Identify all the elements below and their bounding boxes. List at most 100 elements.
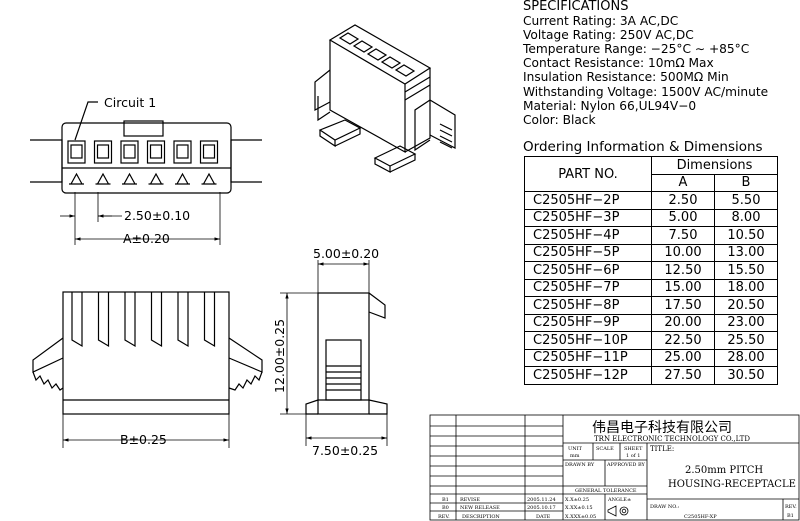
dimension-a-value: 5.00 [651,208,715,227]
dimension-a-value: 12.50 [651,261,715,280]
dimension-b-value: 25.50 [714,331,778,350]
rev-value: B1 [787,513,794,519]
part-number: C2505HF−9P [524,313,652,332]
spec-line: Current Rating: 3A AC,DC [523,14,679,29]
part-number: C2505HF−6P [524,261,652,280]
part-number: C2505HF−2P [524,191,652,210]
side-rib [177,292,189,348]
pitch-dimension: 2.50±0.10 [124,208,190,223]
front-view [30,101,262,245]
dimension-b: B±0.25 [120,432,167,447]
tolerance-2: X.XX±0.15 [565,505,593,511]
side-rib [150,292,163,348]
part-number: C2505HF−8P [524,296,652,315]
part-number: C2505HF−5P [524,243,652,262]
contact-slot [67,140,86,164]
circuit-label: Circuit 1 [104,95,156,110]
header-part-no: PART NO. [524,156,652,192]
rev-header-rev: REV. [438,514,450,520]
unit-label: UNIT [568,446,583,452]
tolerance-1: X.X±0.25 [565,497,589,503]
sheet-label: SHEET [624,446,643,452]
rev-id-2: B0 [442,505,449,511]
rev-date-1: 2005.11.24 [527,497,556,503]
dimension-a-value: 2.50 [651,191,715,210]
company-name-en: TRN ELECTRONIC TECHNOLOGY CO.,LTD [594,435,750,443]
dimension-a-value: 7.50 [651,226,715,245]
contact-slots [67,140,219,185]
dimension-a-value: 27.50 [651,366,715,385]
header-dimensions: Dimensions [651,156,778,175]
dimension-b-value: 8.00 [714,208,778,227]
rev-desc-2: NEW RELEASE [460,505,500,511]
draw-no-value: C2505HF-XP [684,514,717,520]
part-number: C2505HF−4P [524,226,652,245]
dimension-b-value: 10.50 [714,226,778,245]
rev-id-1: B1 [442,497,449,503]
ordering-title: Ordering Information & Dimensions [523,139,763,155]
dimension-b-value: 30.50 [714,366,778,385]
general-tolerance-label: GENERAL TOLERANCE [575,488,637,494]
title-label: TITLE: [650,445,674,453]
dimension-a-value: 15.00 [651,278,715,297]
spec-line: Material: Nylon 66,UL94V−0 [523,98,697,113]
dimension-a: A±0.20 [123,231,170,246]
spec-line: Color: Black [523,112,596,127]
unit-value: mm [570,453,580,459]
spec-line: Temperature Range: −25°C ∼ +85°C [523,42,750,57]
contact-slot [93,140,113,164]
side-rib [124,292,136,348]
projection-symbol-icon [607,505,629,517]
approved-by-label: APPROVED BY [606,462,646,468]
contact-slot [199,140,219,164]
dimension-b-value: 28.00 [714,348,778,367]
part-number: C2505HF−7P [524,278,652,297]
side-rib [203,292,216,348]
scale-label: SCALE [596,446,614,452]
contact-slot [120,140,139,164]
dimension-b-value: 15.50 [714,261,778,280]
drawn-by-label: DRAWN BY [565,462,595,468]
specifications-block: SPECIFICATIONS Current Rating: 3A AC,DC … [523,0,768,127]
dimension-a-value: 20.00 [651,313,715,332]
title-line-1: 2.50mm PITCH [685,465,763,476]
side-rib [97,292,110,348]
side-rib [71,292,83,348]
draw-no-label: DRAW NO.: [650,504,680,510]
dimension-a-value: 17.50 [651,296,715,315]
dimension-b-value: 18.00 [714,278,778,297]
width-bottom-dimension: 7.50±0.25 [312,443,378,458]
part-number: C2505HF−11P [524,348,652,367]
title-line-2: HOUSING-RECEPTACLE [668,479,796,490]
spec-line: Withstanding Voltage: 1500V AC/minute [523,84,769,99]
spec-line: Contact Resistance: 10mΩ Max [523,56,714,71]
rev-label: REV. [785,504,797,510]
spec-line: Voltage Rating: 250V AC,DC [523,28,694,43]
side-ribs [71,292,216,348]
title-block-frame [429,414,800,521]
height-dimension: 12.00±0.25 [272,319,287,393]
dimension-b-value: 5.50 [714,191,778,210]
dimension-b-value: 13.00 [714,243,778,262]
spec-line: Insulation Resistance: 500MΩ Min [523,70,729,85]
company-name-cn: 伟昌电子科技有限公司 [592,420,732,436]
rev-header-desc: DESCRIPTION [462,514,500,520]
rev-header-date: DATE [536,514,551,520]
isometric-view [314,24,456,173]
dimension-b-value: 20.50 [714,296,778,315]
part-number: C2505HF−10P [524,331,652,350]
contact-slot [146,140,166,164]
